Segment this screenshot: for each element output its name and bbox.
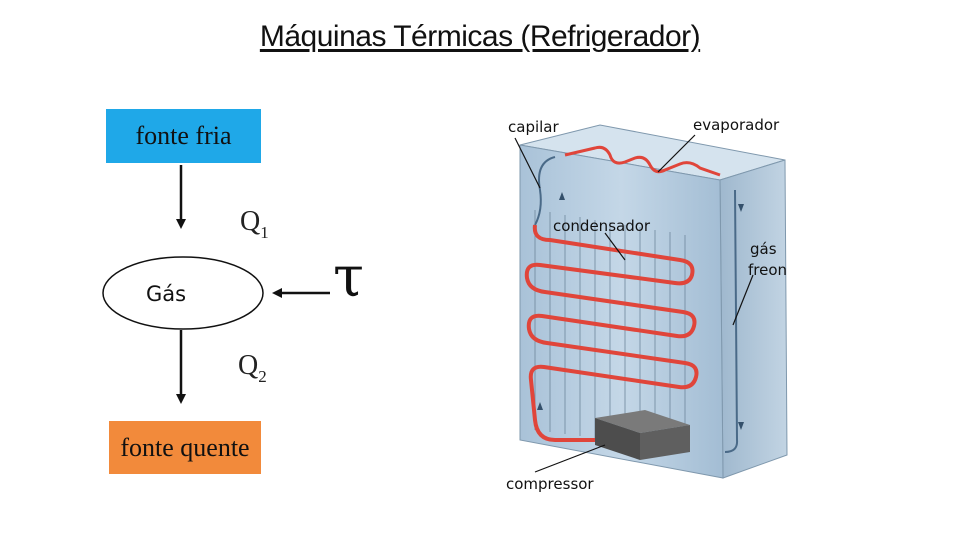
evaporator-coil	[564, 145, 721, 177]
condenser-wires	[534, 210, 686, 450]
q2-label: Q2	[238, 350, 267, 386]
capillary-tube	[534, 156, 556, 226]
q1-label: Q1	[240, 206, 269, 242]
flow-arrows	[537, 192, 744, 430]
condensador-label: condensador	[553, 217, 651, 235]
gas-freon-label-gas: gás	[750, 240, 777, 258]
work-tau-symbol: τ	[333, 245, 364, 310]
refrigerator-illustration	[514, 124, 788, 479]
compressor-side	[640, 425, 690, 460]
gas-freon-label-freon: freon	[748, 261, 788, 279]
hot-source-box: fonte quente	[109, 421, 261, 474]
leader-lines	[514, 134, 754, 473]
compressor-front	[595, 418, 640, 460]
hot-source-label: fonte quente	[120, 432, 250, 462]
condenser-coil	[524, 224, 699, 442]
cold-source-label: fonte fria	[135, 121, 232, 150]
fridge-side-face	[719, 159, 788, 479]
evaporador-label: evaporador	[693, 116, 780, 134]
cold-source-box: fonte fria	[106, 109, 261, 163]
gas-ellipse	[102, 256, 264, 330]
page-title: Máquinas Térmicas (Refrigerador)	[259, 20, 701, 53]
capilar-label: capilar	[508, 118, 559, 136]
compressor-top	[595, 410, 690, 433]
gas-label: Gás	[146, 282, 187, 306]
compressor-label: compressor	[506, 475, 594, 493]
return-tube	[724, 189, 739, 453]
